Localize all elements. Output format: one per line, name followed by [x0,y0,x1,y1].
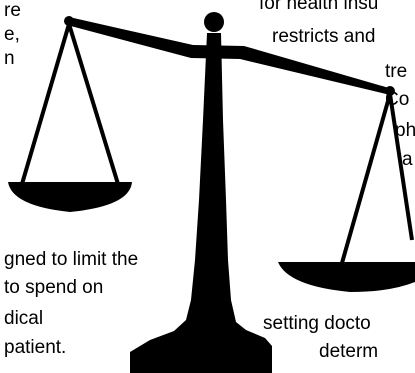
text-upper-right-line-1: for health insu [259,0,379,14]
scale-beam [67,17,394,94]
text-upper-right-line-5: ph [395,120,415,141]
text-upper-left-line-3: n [4,48,15,69]
scale-right-pan [278,262,415,292]
scale-left-pan [8,182,132,212]
scale-top-knob [204,12,224,32]
text-lower-left-line-1: gned to limit the [4,249,139,270]
text-upper-right-line-6: a [402,149,413,170]
scale-right-chain-inner [388,93,414,241]
text-upper-left-line-1: re [4,0,21,21]
scale-left-chain-outer [20,23,71,185]
text-lower-left-line-3: dical [4,308,44,329]
scale-right-chain-outer [340,93,392,264]
text-lower-right-line-2: determ [319,341,379,362]
text-lower-left-line-4: patient. [4,337,67,358]
text-upper-right-line-2: restricts and [272,26,376,47]
scale-post [130,33,272,373]
text-upper-right-line-3: tre [385,61,408,82]
text-upper-left-line-2: e, [4,24,20,45]
scale-left-beam-end [64,16,74,26]
text-lower-right-line-1: setting docto [263,313,371,334]
text-lower-left-line-2: to spend on [4,277,104,298]
scale-left-chain-inner [67,23,120,185]
scale-right-beam-end [385,86,395,96]
